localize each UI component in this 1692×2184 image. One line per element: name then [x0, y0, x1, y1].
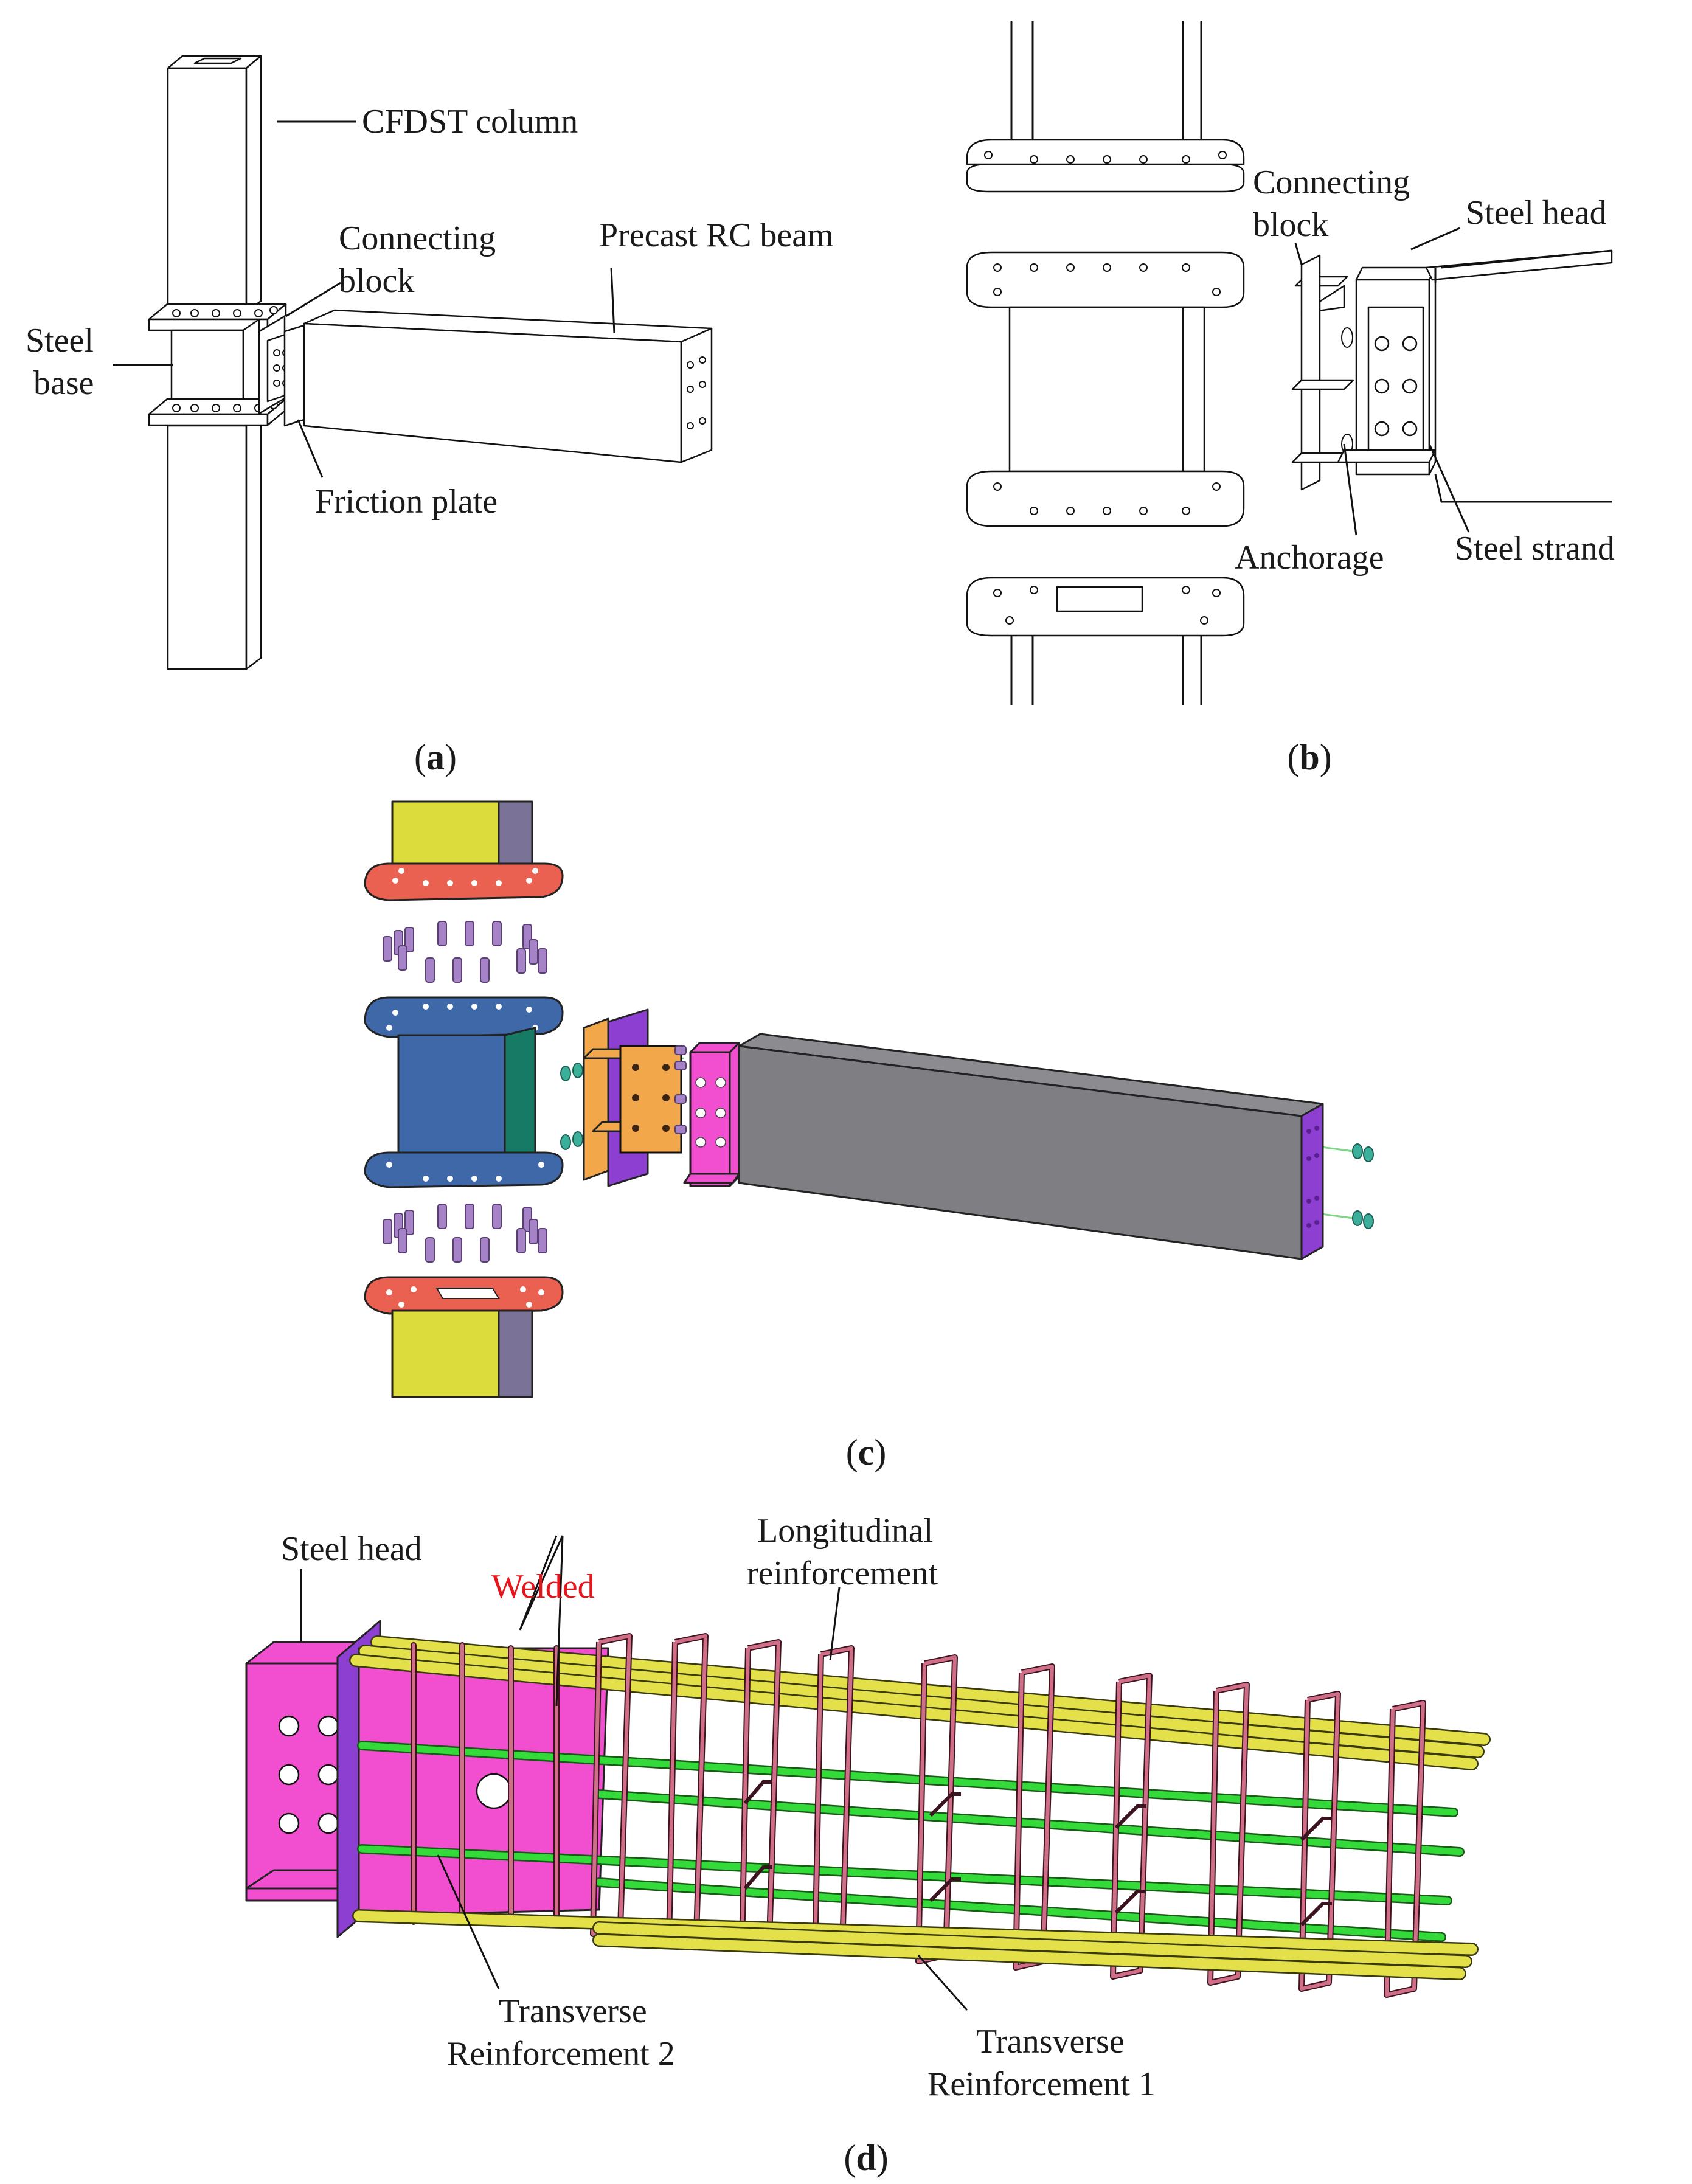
leaders-d [300, 1535, 968, 2011]
connecting-block-b [966, 251, 1245, 527]
welded-leaders [519, 1535, 558, 1631]
label-steel-head-d: Steel head [281, 1530, 422, 1568]
friction-block-c [583, 1008, 687, 1187]
steel-head-b [1337, 249, 1613, 503]
longitudinal-bars-top [349, 1635, 1491, 1770]
label-connecting-block-a-line2: block [339, 262, 414, 300]
label-welded: Welded [491, 1568, 595, 1606]
label-cfdst-column: CFDST column [362, 103, 578, 140]
label-friction-plate: Friction plate [315, 483, 498, 521]
precast-beam-c [738, 1033, 1324, 1260]
leaders-a [113, 120, 615, 478]
tie-links-d [743, 1780, 1332, 1927]
panel-d: Steel head Welded Longitudinal reinforce… [245, 1512, 1491, 2178]
leaders-b [1294, 227, 1470, 536]
panel-b: Connecting block Steel head Anchorage St… [966, 21, 1615, 777]
label-transverse-2-line2: Reinforcement 2 [447, 2035, 675, 2073]
label-connecting-block-b-line1: Connecting [1253, 164, 1410, 201]
connecting-block-c [364, 996, 564, 1188]
bolts-lower-c [383, 1204, 547, 1263]
label-precast-rc-beam: Precast RC beam [599, 217, 834, 254]
steel-base-assembly [148, 303, 287, 426]
caption-c: (c) [846, 1432, 887, 1472]
steel-head-c [683, 1042, 740, 1187]
label-steel-base-line1: Steel [26, 322, 94, 359]
label-steel-strand: Steel strand [1455, 530, 1615, 567]
panel-a: CFDST column Connecting block Precast RC… [26, 55, 834, 777]
label-steel-head-b: Steel head [1466, 194, 1607, 232]
label-longitudinal-line1: Longitudinal [757, 1512, 933, 1550]
column-top-c [364, 800, 564, 901]
anchor-ends-c [560, 1063, 1374, 1229]
friction-plate-a [283, 324, 305, 427]
label-transverse-2-line1: Transverse [499, 1992, 647, 2030]
column-bottom-b [966, 577, 1245, 705]
bolts-upper-c [383, 921, 547, 983]
caption-a: (a) [414, 737, 457, 777]
label-connecting-block-a-line1: Connecting [339, 220, 496, 257]
longitudinal-bars-bottom [352, 1909, 1479, 1980]
label-connecting-block-b-line2: block [1253, 206, 1328, 244]
panel-c: (c) [364, 800, 1374, 1472]
label-anchorage: Anchorage [1235, 539, 1384, 577]
label-transverse-1-line2: Reinforcement 1 [927, 2065, 1156, 2103]
label-transverse-1-line1: Transverse [976, 2023, 1125, 2061]
precast-rc-beam-a [303, 309, 713, 463]
connecting-block-plate-b [1291, 254, 1354, 491]
column-bottom-c [364, 1276, 564, 1398]
label-steel-base-line2: base [33, 364, 94, 402]
caption-b: (b) [1287, 737, 1331, 777]
cfdst-column [167, 55, 262, 670]
transverse-reinforcement-2-fill [412, 1643, 558, 1924]
caption-d: (d) [844, 2138, 888, 2178]
column-top-b [966, 21, 1245, 193]
label-longitudinal-line2: reinforcement [747, 1555, 938, 1592]
